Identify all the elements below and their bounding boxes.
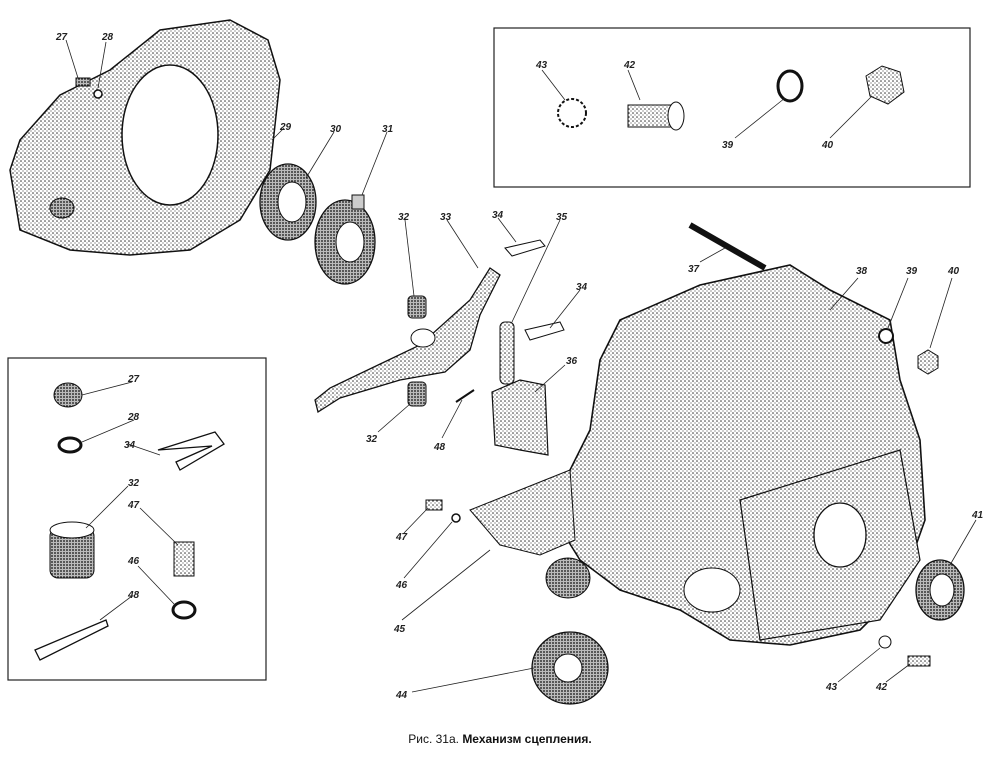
figure-caption: Рис. 31а. Механизм сцепления. — [0, 732, 1000, 746]
part-43-lockwasher-inset — [557, 98, 587, 128]
label-37: 37 — [688, 264, 700, 275]
caption-prefix: Рис. 31а. — [408, 732, 459, 746]
label-35: 35 — [556, 212, 568, 223]
part-34-clip-inset — [157, 431, 225, 471]
label-29: 29 — [279, 122, 292, 133]
part-number-labels: 27 28 29 30 31 32 33 34 35 34 32 48 36 3… — [55, 32, 984, 701]
label-27: 27 — [55, 32, 68, 43]
label-42: 42 — [623, 60, 636, 71]
part-37-rod — [688, 222, 767, 271]
part-34-clip-top — [504, 239, 546, 257]
label-28: 28 — [127, 412, 140, 423]
part-46-washer — [451, 513, 461, 523]
label-48: 48 — [433, 442, 446, 453]
part-47-bolt — [425, 499, 443, 511]
label-34: 34 — [124, 440, 136, 451]
part-48-cotter-pin — [455, 389, 475, 403]
part-35-pin — [499, 321, 515, 385]
part-33-clutch-fork — [314, 267, 501, 414]
label-27: 27 — [127, 374, 140, 385]
part-42-screw — [907, 655, 931, 667]
part-40-nut-inset — [865, 65, 905, 105]
label-31: 31 — [382, 124, 394, 135]
label-46: 46 — [395, 580, 408, 591]
inset-box-left — [7, 357, 267, 681]
part-43-lockwasher — [878, 635, 892, 649]
part-28-washer-inset — [57, 436, 83, 454]
label-30: 30 — [330, 124, 342, 135]
label-39: 39 — [906, 266, 918, 277]
leader-lines — [65, 39, 977, 693]
label-34: 34 — [492, 210, 504, 221]
part-46-washer-inset — [171, 600, 197, 620]
label-39: 39 — [722, 140, 734, 151]
part-38-clutch-housing — [545, 264, 926, 646]
label-38: 38 — [856, 266, 868, 277]
part-29-housing-cover — [9, 19, 281, 256]
label-32: 32 — [398, 212, 410, 223]
label-42: 42 — [875, 682, 888, 693]
label-34: 34 — [576, 282, 588, 293]
label-28: 28 — [101, 32, 114, 43]
part-39-washer — [878, 328, 894, 344]
part-48-cotter-pin-inset — [34, 619, 109, 661]
label-45: 45 — [393, 624, 406, 635]
part-27-bolt-inset — [53, 382, 83, 408]
part-27-bolt-top — [75, 77, 91, 87]
part-39-washer-inset — [776, 69, 804, 103]
label-41: 41 — [971, 510, 984, 521]
part-28-washer-top — [93, 89, 103, 99]
part-47-bolt-inset — [173, 541, 195, 577]
part-36-bracket — [491, 379, 549, 456]
part-41-seal-ring — [915, 559, 965, 621]
label-36: 36 — [566, 356, 578, 367]
caption-title: Механизм сцепления. — [462, 732, 592, 746]
part-32-bush-bottom — [407, 381, 427, 407]
label-47: 47 — [127, 500, 140, 511]
label-44: 44 — [395, 690, 408, 701]
part-32-bush-top — [407, 295, 427, 319]
part-44-seal — [531, 631, 609, 705]
label-32: 32 — [366, 434, 378, 445]
label-32: 32 — [128, 478, 140, 489]
part-30-bearing — [259, 163, 317, 241]
label-43: 43 — [825, 682, 838, 693]
part-45-shield — [469, 469, 576, 556]
label-40: 40 — [947, 266, 960, 277]
part-34-clip-mid — [524, 321, 565, 341]
part-31-release-bearing — [314, 194, 376, 285]
part-40-nut — [917, 349, 939, 375]
label-48: 48 — [127, 590, 140, 601]
inset-box-top-right — [493, 27, 971, 188]
label-46: 46 — [127, 556, 140, 567]
part-32-bush-inset — [49, 521, 95, 579]
label-47: 47 — [395, 532, 408, 543]
part-42-screw-inset — [627, 101, 685, 131]
label-33: 33 — [440, 212, 452, 223]
label-40: 40 — [821, 140, 834, 151]
label-43: 43 — [535, 60, 548, 71]
